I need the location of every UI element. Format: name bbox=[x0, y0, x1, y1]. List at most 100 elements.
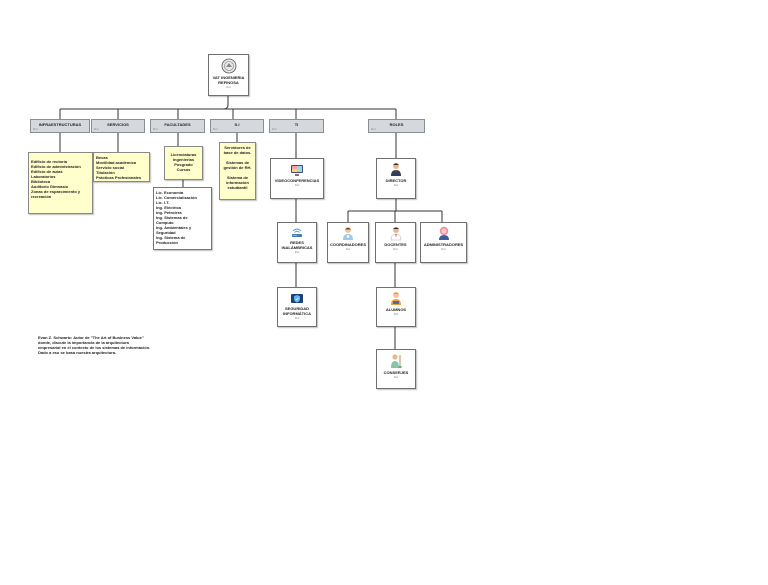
carreras-list: Lic. Economía Lic. Comercialización Lic.… bbox=[153, 187, 212, 250]
category-servicios[interactable]: SERVICIOS Rol bbox=[91, 119, 145, 133]
node-alumnos[interactable]: ALUMNOS Rol bbox=[376, 287, 416, 327]
author-note: Evan Z. Schwartz: Autor de "The Art of B… bbox=[38, 335, 208, 355]
category-label: FACULTADES bbox=[164, 122, 191, 127]
list-item: Cursos bbox=[176, 167, 191, 172]
list-item: Licenciaturas bbox=[170, 152, 197, 157]
root-title: VAT INGENIERIA REFINOSA bbox=[212, 75, 245, 85]
node-conserjes[interactable]: CONSERJES Rol bbox=[376, 349, 416, 389]
si-list: Servidores de base de datos. Sistemas de… bbox=[219, 142, 256, 200]
node-coordinadores[interactable]: COORDINADORES Rol bbox=[327, 222, 369, 263]
list-item: Auditorio Gimnasio bbox=[31, 184, 69, 189]
category-ti[interactable]: TI Rol bbox=[269, 119, 324, 133]
list-item: Edificio de rectoría bbox=[31, 159, 68, 164]
node-label: COORDINADORES bbox=[329, 242, 366, 247]
category-roles[interactable]: ROLES Rol bbox=[368, 119, 425, 133]
node-sub: Rol bbox=[345, 247, 351, 251]
list-item: Ing. Eléctrica bbox=[156, 205, 181, 210]
node-sub: Rol bbox=[294, 250, 300, 254]
note-line: donde, discute la importancia de la arqu… bbox=[38, 340, 129, 345]
list-item: Movilidad académica bbox=[96, 160, 137, 165]
node-sub: Rol bbox=[294, 183, 300, 187]
student-person-icon bbox=[391, 292, 401, 305]
category-facultades[interactable]: FACULTADES Rol bbox=[150, 119, 205, 133]
category-label: S.I bbox=[234, 122, 240, 127]
servicios-list: Becas Movilidad académica Servicio socia… bbox=[93, 152, 150, 182]
category-infraestructuras[interactable]: INFRAESTRUCTURAS Rol bbox=[30, 119, 90, 133]
list-item: Lic. Economía bbox=[156, 190, 184, 195]
note-line: empresarial en el contexto de los sistem… bbox=[38, 345, 151, 350]
director-person-icon bbox=[391, 163, 401, 176]
node-label: VIDEOCONFERENCIAS bbox=[274, 178, 320, 183]
video-call-icon bbox=[291, 165, 303, 176]
category-si[interactable]: S.I Rol bbox=[210, 119, 264, 133]
category-label: SERVICIOS bbox=[107, 122, 129, 127]
wifi-router-icon bbox=[292, 228, 302, 237]
list-item: estudiantil bbox=[227, 185, 248, 190]
node-sub: Rol bbox=[393, 247, 398, 251]
category-label: INFRAESTRUCTURAS bbox=[38, 122, 82, 127]
list-item: Servicio social bbox=[96, 165, 125, 170]
facultades-list: Licenciaturas Ingenierías Posgrado Curso… bbox=[164, 146, 203, 180]
list-item: Laboratorios bbox=[31, 174, 56, 179]
list-item: Posgrado bbox=[174, 162, 193, 167]
infraestructuras-list: Edificio de rectoría Edificio de adminis… bbox=[28, 152, 93, 214]
list-item: gestión de RH. bbox=[223, 165, 252, 170]
list-item: Computo bbox=[156, 220, 174, 225]
list-item: Edificio de administración bbox=[31, 164, 81, 169]
list-item: Lic. I.T. bbox=[156, 200, 170, 205]
category-label: ROLES bbox=[389, 122, 404, 127]
coordinator-person-icon bbox=[343, 227, 353, 240]
list-item: Edificio de aulas bbox=[31, 169, 63, 174]
node-label: DOCENTES bbox=[384, 242, 407, 247]
note-line: Evan Z. Schwartz: Autor de "The Art of B… bbox=[38, 335, 144, 340]
security-shield-icon bbox=[291, 294, 303, 303]
list-item: Prácticas Profesionales bbox=[96, 175, 142, 180]
category-sub: Rol bbox=[272, 127, 277, 131]
janitor-person-icon bbox=[391, 354, 402, 368]
node-director[interactable]: DIRECTOR Rol bbox=[376, 158, 416, 199]
list-item: información bbox=[226, 180, 249, 185]
node-redes-inalambricas[interactable]: REDES INALÁMBRICAS Rol bbox=[277, 222, 317, 263]
list-item: Sistema de bbox=[226, 175, 249, 180]
node-sub: Rol bbox=[441, 247, 446, 251]
category-sub: Rol bbox=[213, 127, 218, 131]
list-item: Biblioteca bbox=[31, 179, 51, 184]
list-item: Becas bbox=[96, 155, 108, 160]
list-item: recreación bbox=[31, 194, 52, 199]
list-item: Zonas de esparcimiento y bbox=[31, 189, 81, 194]
administrator-person-icon bbox=[438, 226, 449, 240]
university-seal-icon bbox=[221, 58, 236, 74]
list-item: Seguridad bbox=[156, 230, 176, 235]
node-label: DIRECTOR bbox=[385, 178, 407, 183]
node-label: CONSERJES bbox=[383, 370, 409, 375]
list-item: Ing. Sistemas de bbox=[156, 215, 188, 220]
node-videoconferencias[interactable]: VIDEOCONFERENCIAS Rol bbox=[270, 158, 324, 199]
list-item: Ing. Ambientales y bbox=[156, 225, 192, 230]
node-sub: Rol bbox=[393, 312, 399, 316]
category-sub: Rol bbox=[153, 127, 158, 131]
list-item: Ingenierías bbox=[172, 157, 195, 162]
list-item: Lic. Comercialización bbox=[156, 195, 197, 200]
category-sub: Rol bbox=[371, 127, 376, 131]
list-item: Ing. Sistema de bbox=[156, 235, 186, 240]
node-sub: Rol bbox=[393, 375, 399, 379]
node-seguridad-informatica[interactable]: SEGURIDAD INFORMÁTICA Rol bbox=[277, 287, 317, 327]
list-item: Ing. Petrolera bbox=[156, 210, 182, 215]
list-item: Titulación bbox=[96, 170, 115, 175]
list-item: Servidores de bbox=[224, 145, 251, 150]
root-node[interactable]: VAT INGENIERIA REFINOSA Rol bbox=[208, 54, 249, 96]
node-label: SEGURIDAD INFORMÁTICA bbox=[283, 306, 311, 316]
category-sub: Rol bbox=[33, 127, 38, 131]
node-docentes[interactable]: DOCENTES Rol bbox=[375, 222, 416, 263]
node-sub: Rol bbox=[294, 316, 300, 320]
node-administradores[interactable]: ADMINISTRADORES Rol bbox=[420, 222, 467, 263]
list-item: base de datos. bbox=[223, 150, 252, 155]
node-label: ALUMNOS bbox=[385, 307, 407, 312]
category-label: TI bbox=[294, 122, 299, 127]
node-label: ADMINISTRADORES bbox=[423, 242, 464, 247]
category-sub: Rol bbox=[94, 127, 99, 131]
list-item: Producción bbox=[156, 240, 179, 245]
note-line: Dado a eso se basa nuestra arquitectura. bbox=[38, 350, 117, 355]
